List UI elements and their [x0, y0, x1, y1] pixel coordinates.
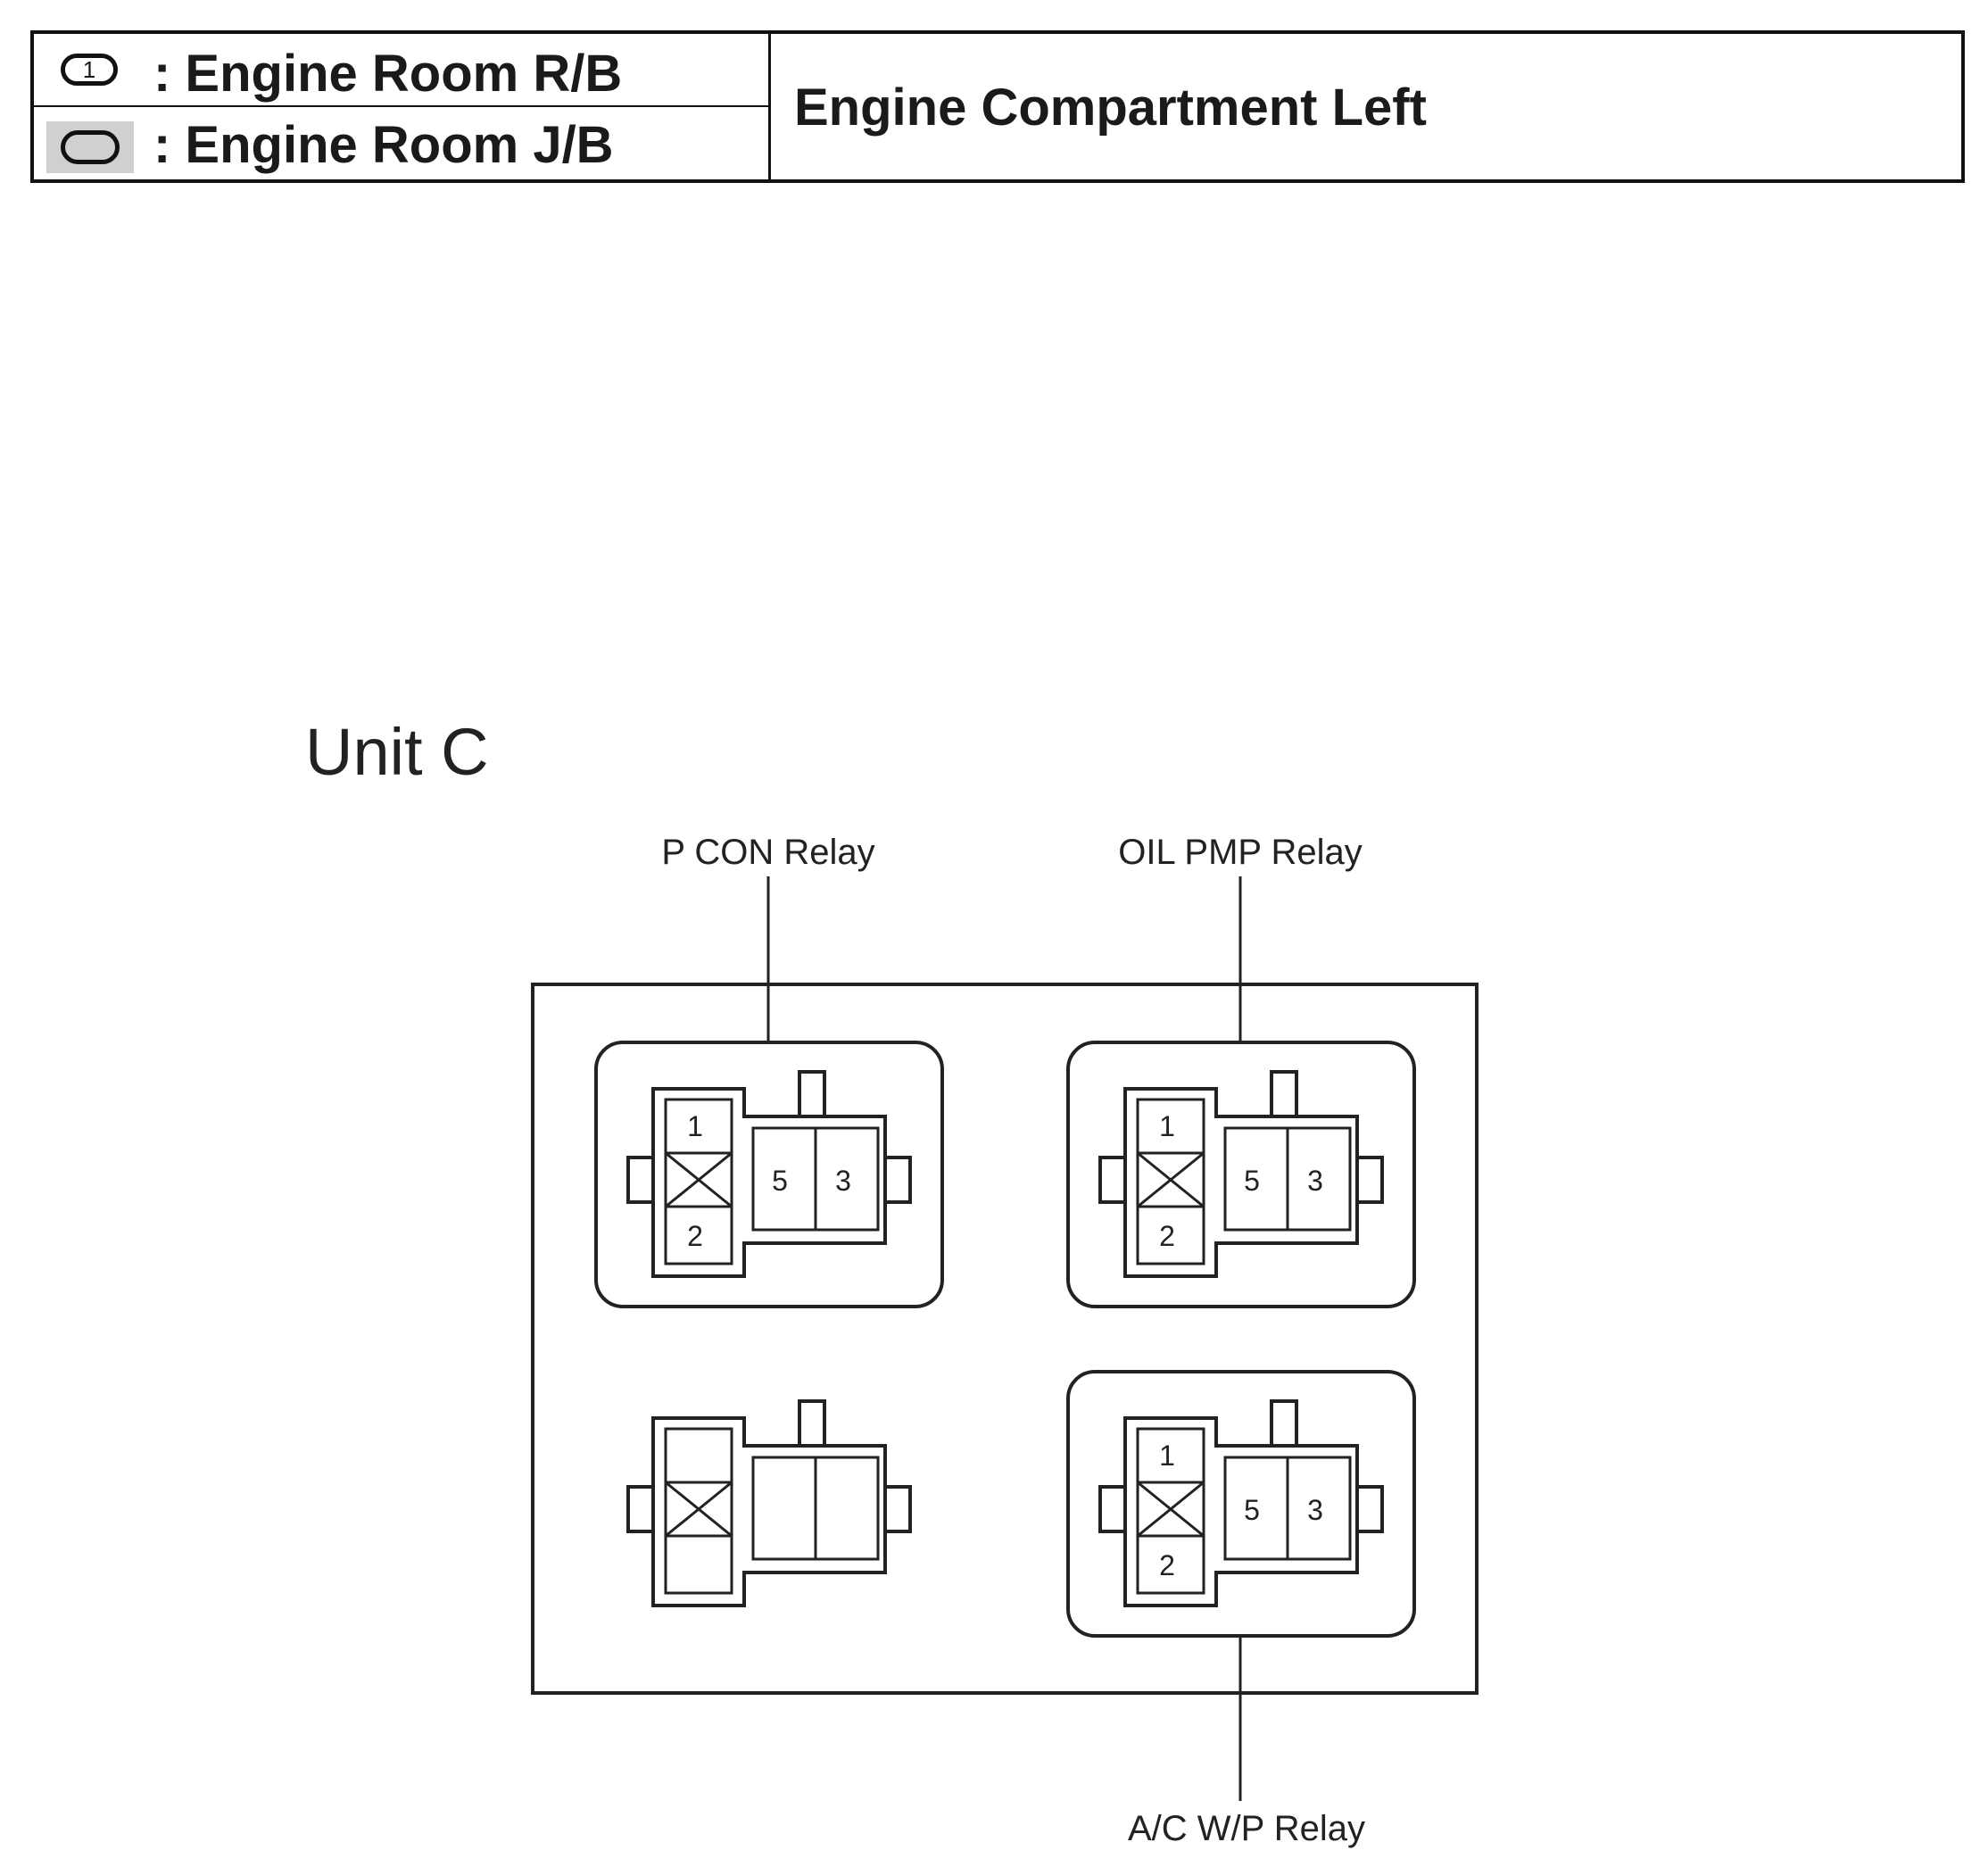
legend-left-column: 1 : Engine Room R/B : Engine Room J/B [34, 34, 771, 179]
pin-cell-3 [1286, 1126, 1352, 1232]
legend-text-engine-room-jb: : Engine Room J/B [153, 115, 614, 174]
relay-tab-top [798, 1399, 826, 1448]
pin-cell-bottom [664, 1534, 733, 1595]
pin-cell-x-diag-2 [665, 1481, 733, 1538]
relay-tab-right [1355, 1156, 1384, 1204]
pin-5-label: 5 [1244, 1494, 1260, 1526]
relay-tab-right [883, 1156, 912, 1204]
pin-1-label: 1 [687, 1110, 703, 1142]
legend-row-engine-room-rb: 1 : Engine Room R/B [34, 34, 768, 107]
legend-table: 1 : Engine Room R/B : Engine Room J/B En… [30, 30, 1965, 183]
pin-cell-x-diag-2 [665, 1151, 733, 1208]
relay-housing [594, 1041, 944, 1308]
ac-wp-relay: 1 2 5 3 [1066, 1370, 1416, 1638]
relay-tab-left [626, 1156, 655, 1204]
relay-body-outline [651, 1416, 887, 1607]
relay-tab-top [1270, 1399, 1298, 1448]
pin-cell-3 [1286, 1456, 1352, 1561]
pin-3-label: 3 [1307, 1494, 1323, 1526]
pin-1-label: 1 [1159, 1440, 1175, 1472]
pin-cell-2 [1136, 1205, 1205, 1265]
pin-cell-2 [664, 1205, 733, 1265]
unit-c-outer-box [531, 983, 1479, 1695]
relay-tab-top [798, 1070, 826, 1118]
relay-tab-left [626, 1485, 655, 1533]
pin-cell-2 [1136, 1534, 1205, 1595]
engine-room-jb-symbol-icon [61, 129, 120, 164]
relay-tab-top [1270, 1070, 1298, 1118]
pin-3-label: 3 [835, 1165, 851, 1197]
legend-row-engine-room-jb: : Engine Room J/B [34, 107, 768, 180]
unit-title: Unit C [305, 715, 489, 789]
relay-housing [1066, 1370, 1416, 1638]
pin-2-label: 2 [1159, 1549, 1175, 1581]
relay-housing [1066, 1041, 1416, 1308]
legend-text-engine-room-rb: : Engine Room R/B [153, 45, 623, 103]
location-label: Engine Compartment Left [794, 79, 1427, 137]
relay-tab-left [1098, 1156, 1127, 1204]
pin-1-label: 1 [1159, 1110, 1175, 1142]
oil-pmp-relay: 1 2 5 3 [1066, 1041, 1416, 1308]
engine-room-rb-symbol-number: 1 [82, 56, 96, 83]
pin-cell-x-diag-2 [1137, 1481, 1205, 1538]
p-con-relay-label: P CON Relay [661, 833, 874, 872]
relay-tab-right [883, 1485, 912, 1533]
pin-cell-3 [814, 1126, 880, 1232]
oil-pmp-relay-label: OIL PMP Relay [1118, 833, 1362, 872]
empty-relay-slot [626, 1399, 912, 1607]
pin-cell-x-diag-2 [1137, 1151, 1205, 1208]
pin-5-label: 5 [1244, 1165, 1260, 1197]
pin-2-label: 2 [687, 1220, 703, 1252]
ac-wp-relay-label: A/C W/P Relay [1128, 1809, 1365, 1848]
p-con-relay: 1 2 5 3 [594, 1041, 944, 1308]
pin-2-label: 2 [1159, 1220, 1175, 1252]
engine-room-rb-symbol-icon: 1 [61, 54, 118, 86]
relay-tab-left [1098, 1485, 1127, 1533]
pin-3-label: 3 [1307, 1165, 1323, 1197]
pin-5-label: 5 [772, 1165, 788, 1197]
relay-tab-right [1355, 1485, 1384, 1533]
pin-cell-right [814, 1456, 880, 1561]
